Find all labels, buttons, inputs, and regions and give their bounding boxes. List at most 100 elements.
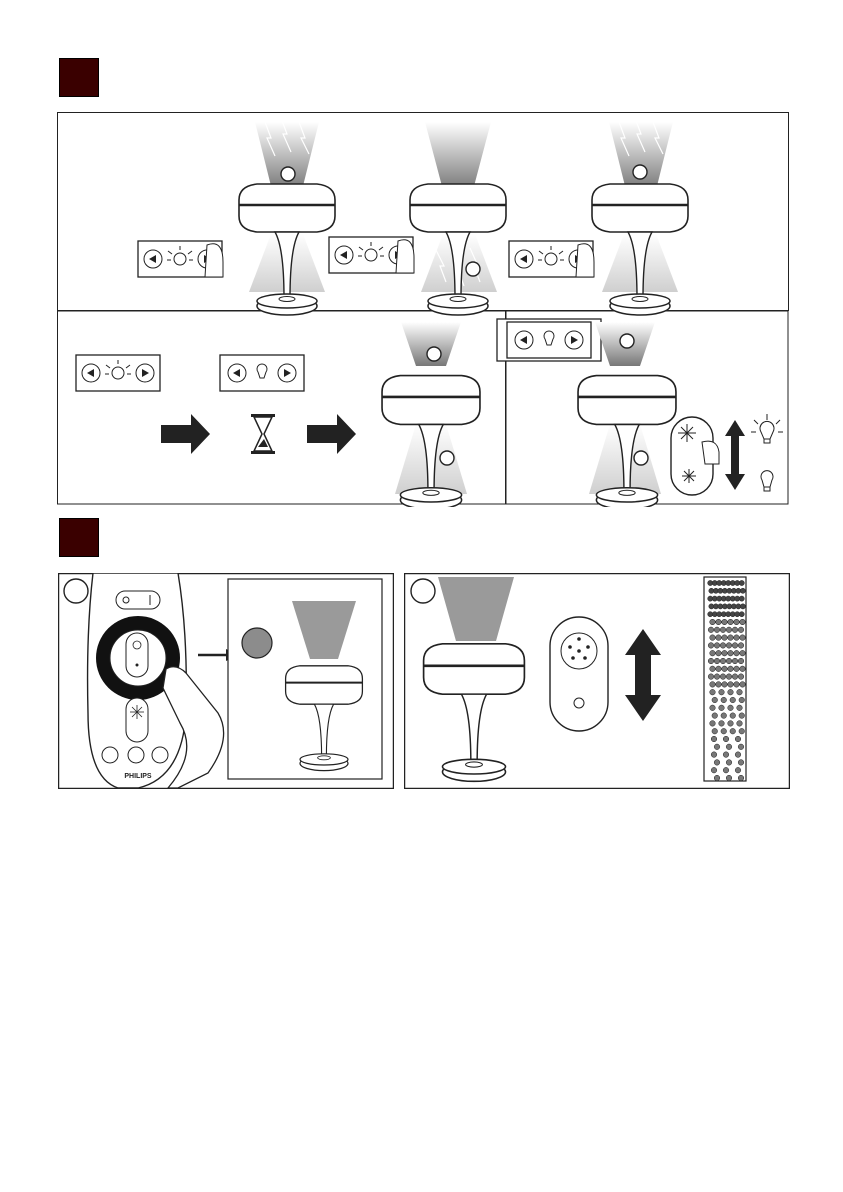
grid-dot: [738, 658, 744, 664]
grid-dot: [739, 596, 744, 601]
grid-dot: [714, 674, 720, 680]
grid-dot: [740, 604, 745, 609]
grid-dot: [722, 666, 728, 672]
grid-dot: [712, 728, 718, 734]
grid-dot: [721, 728, 727, 734]
grid-dot: [738, 674, 744, 680]
grid-dot: [710, 666, 716, 672]
section-1-illustration: [57, 112, 789, 507]
grid-dot: [738, 627, 744, 633]
grid-dot: [726, 658, 732, 664]
grid-dot: [722, 650, 728, 656]
grid-dot: [708, 658, 714, 664]
grid-dot: [708, 627, 714, 633]
grid-dot: [738, 643, 744, 649]
grid-dot: [720, 627, 726, 633]
grid-dot: [716, 619, 722, 625]
grid-dot: [737, 689, 743, 695]
grid-dot: [719, 705, 725, 711]
grid-dot: [711, 752, 717, 758]
grid-dot: [739, 612, 744, 617]
grid-dot: [735, 752, 741, 758]
grid-dot: [714, 643, 720, 649]
grid-dot: [722, 635, 728, 641]
grid-dot: [728, 666, 734, 672]
grid-dot: [716, 682, 722, 688]
grid-dot: [723, 752, 729, 758]
grid-dot: [728, 682, 734, 688]
grid-dot: [730, 697, 736, 703]
grid-dot: [722, 682, 728, 688]
remote-panel: PHILIPS: [58, 573, 394, 789]
grid-dot: [728, 635, 734, 641]
grid-dot: [739, 713, 745, 719]
grid-dot: [740, 588, 745, 593]
grid-dot: [739, 728, 745, 734]
grid-dot: [711, 736, 717, 742]
grid-dot: [710, 689, 716, 695]
grid-dot: [734, 682, 740, 688]
grid-dot: [726, 627, 732, 633]
grid-dot: [728, 705, 734, 711]
grid-dot: [721, 697, 727, 703]
grid-dot: [710, 682, 716, 688]
grid-dot: [721, 713, 727, 719]
grid-dot: [740, 619, 746, 625]
grid-dot: [719, 689, 725, 695]
grid-dot: [738, 760, 744, 766]
grid-dot: [732, 658, 738, 664]
grid-pattern-icon: [704, 577, 746, 781]
grid-dot: [720, 658, 726, 664]
grid-dot: [710, 619, 716, 625]
grid-dot: [728, 650, 734, 656]
grid-dot: [720, 674, 726, 680]
grid-dot: [719, 721, 725, 727]
grid-dot: [734, 650, 740, 656]
grid-dot: [714, 775, 720, 781]
section-2-marker: [59, 518, 99, 557]
grid-dot: [716, 666, 722, 672]
grid-dot: [726, 760, 732, 766]
grid-dot: [738, 775, 744, 781]
remote-brand: PHILIPS: [124, 773, 152, 780]
grid-dot: [740, 650, 746, 656]
grid-dot: [712, 697, 718, 703]
grid-dot: [739, 697, 745, 703]
grid-dot: [728, 689, 734, 695]
grid-dot: [716, 650, 722, 656]
grid-dot: [732, 643, 738, 649]
grid-dot: [720, 643, 726, 649]
grid-dot: [726, 744, 732, 750]
grid-dot: [722, 619, 728, 625]
grid-dot: [737, 721, 743, 727]
grid-dot: [723, 736, 729, 742]
grid-dot: [732, 674, 738, 680]
grid-dot: [728, 721, 734, 727]
grid-dot: [734, 635, 740, 641]
grid-dot: [726, 643, 732, 649]
grid-dot: [710, 635, 716, 641]
grid-dot: [734, 666, 740, 672]
grid-dot: [737, 705, 743, 711]
grid-dot: [726, 775, 732, 781]
grid-dot: [726, 674, 732, 680]
grid-dot: [716, 635, 722, 641]
grid-dot: [730, 728, 736, 734]
grid-dot: [732, 627, 738, 633]
grid-dot: [712, 713, 718, 719]
grid-dot: [728, 619, 734, 625]
grid-dot: [714, 658, 720, 664]
grid-dot: [714, 744, 720, 750]
grid-dot: [723, 767, 729, 773]
grid-dot: [740, 666, 746, 672]
grid-dot: [730, 713, 736, 719]
grid-dot: [710, 650, 716, 656]
grid-dot: [740, 635, 746, 641]
grid-dot: [714, 760, 720, 766]
hue-panel: [404, 573, 790, 789]
grid-dot: [740, 682, 746, 688]
grid-dot: [735, 767, 741, 773]
grid-dot: [708, 643, 714, 649]
grid-dot: [735, 736, 741, 742]
grid-dot: [739, 580, 744, 585]
